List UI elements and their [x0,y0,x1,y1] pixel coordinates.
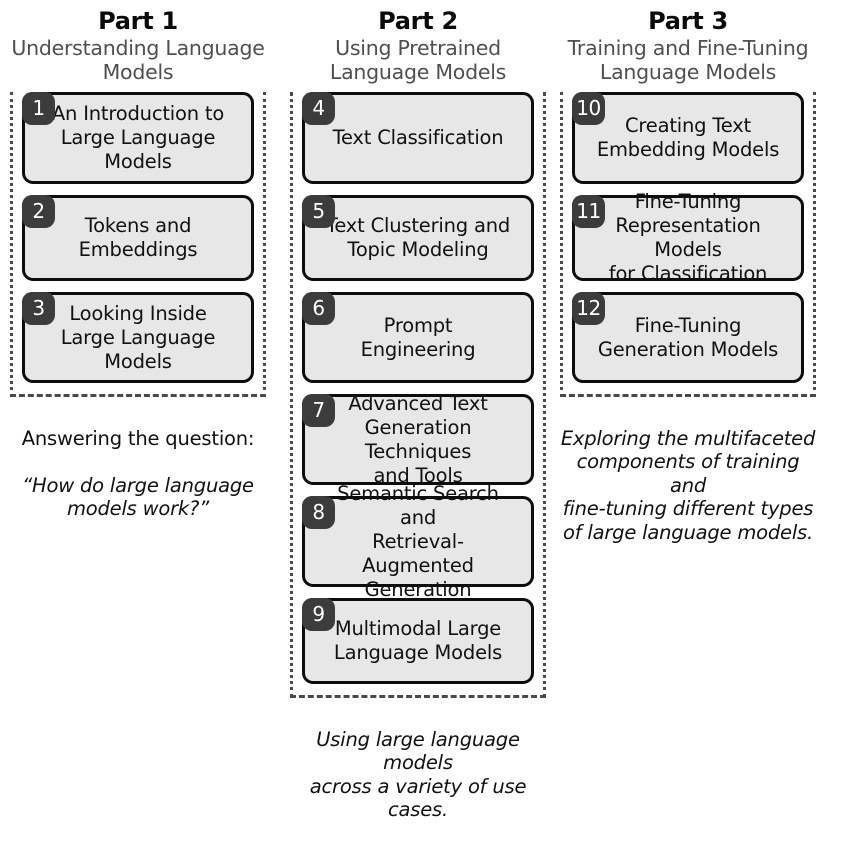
book-structure-diagram: Part 1 Understanding Language Models 1 A… [10,0,816,821]
chapter-title: Text Classification [332,126,504,149]
part-2-chapter-group: 4 Text Classification 5 Text Clustering … [290,92,546,698]
caption-line-plain: Answering the question: [21,426,255,450]
chapter-title: Multimodal Large Language Models [333,617,503,664]
part-2-caption: Using large language models across a var… [290,704,546,845]
chapter-title: Fine-Tuning Generation Models [597,313,779,361]
chapter-card-2[interactable]: 2 Tokens and Embeddings [22,195,254,281]
part-1-subtitle: Understanding Language Models [11,36,265,84]
chapter-title: Looking Inside Large Language Models [60,301,216,373]
part-column-3: Part 3 Training and Fine-Tuning Language… [560,0,816,568]
chapter-number-badge: 10 [572,92,605,125]
chapter-card-3[interactable]: 3 Looking Inside Large Language Models [22,292,254,383]
chapter-title: Text Clustering and Topic Modeling [325,214,511,261]
part-2-title: Part 2 [378,7,458,35]
chapter-card-11[interactable]: 11 Fine-Tuning Representation Models for… [572,190,804,285]
chapter-number-badge: 7 [302,394,335,427]
chapter-card-10[interactable]: 10 Creating Text Embedding Models [572,92,804,184]
chapter-card-9[interactable]: 9 Multimodal Large Language Models [302,598,534,684]
chapter-title: Semantic Search and Retrieval-Augmented … [337,481,499,601]
part-2-subtitle: Using Pretrained Language Models [329,36,507,84]
part-1-caption: Answering the question: “How do large la… [10,403,266,544]
part-2-heading: Part 2 Using Pretrained Language Models [290,7,546,84]
part-3-title: Part 3 [648,7,728,35]
chapter-number-badge: 3 [22,292,55,325]
chapter-number-badge: 9 [302,598,335,631]
part-1-chapter-group: 1 An Introduction to Large Language Mode… [10,92,266,397]
chapter-number-badge: 11 [572,195,605,228]
chapter-number-badge: 6 [302,292,335,325]
chapter-card-6[interactable]: 6 Prompt Engineering [302,292,534,383]
chapter-title: Prompt Engineering [360,313,476,361]
chapter-title: Advanced Text Generation Techniques and … [348,391,488,487]
chapter-title: Fine-Tuning Representation Models for Cl… [608,190,768,285]
part-column-1: Part 1 Understanding Language Models 1 A… [10,0,266,544]
chapter-title: Creating Text Embedding Models [596,114,780,161]
part-column-2: Part 2 Using Pretrained Language Models … [290,0,546,845]
chapter-card-4[interactable]: 4 Text Classification [302,92,534,184]
chapter-card-12[interactable]: 12 Fine-Tuning Generation Models [572,292,804,383]
chapter-card-7[interactable]: 7 Advanced Text Generation Techniques an… [302,391,534,487]
chapter-number-badge: 4 [302,92,335,125]
part-3-subtitle: Training and Fine-Tuning Language Models [567,36,809,84]
chapter-title: An Introduction to Large Language Models [51,102,225,173]
chapter-number-badge: 5 [302,195,335,228]
chapter-number-badge: 8 [302,496,335,529]
chapter-card-5[interactable]: 5 Text Clustering and Topic Modeling [302,195,534,281]
chapter-card-1[interactable]: 1 An Introduction to Large Language Mode… [22,92,254,184]
chapter-number-badge: 2 [22,195,55,228]
part-1-title: Part 1 [98,7,178,35]
caption-line-italic: Using large language models across a var… [309,727,527,822]
caption-line-italic: Exploring the multifaceted components of… [560,426,816,544]
part-3-heading: Part 3 Training and Fine-Tuning Language… [560,7,816,84]
chapter-card-8[interactable]: 8 Semantic Search and Retrieval-Augmente… [302,482,534,601]
chapter-number-badge: 12 [572,292,605,325]
chapter-number-badge: 1 [22,92,55,125]
caption-line-italic: “How do large language models work?” [22,473,254,521]
chapter-title: Tokens and Embeddings [78,214,198,261]
part-3-caption: Exploring the multifaceted components of… [560,403,816,568]
part-3-chapter-group: 10 Creating Text Embedding Models 11 Fin… [560,92,816,397]
part-1-heading: Part 1 Understanding Language Models [10,7,266,84]
